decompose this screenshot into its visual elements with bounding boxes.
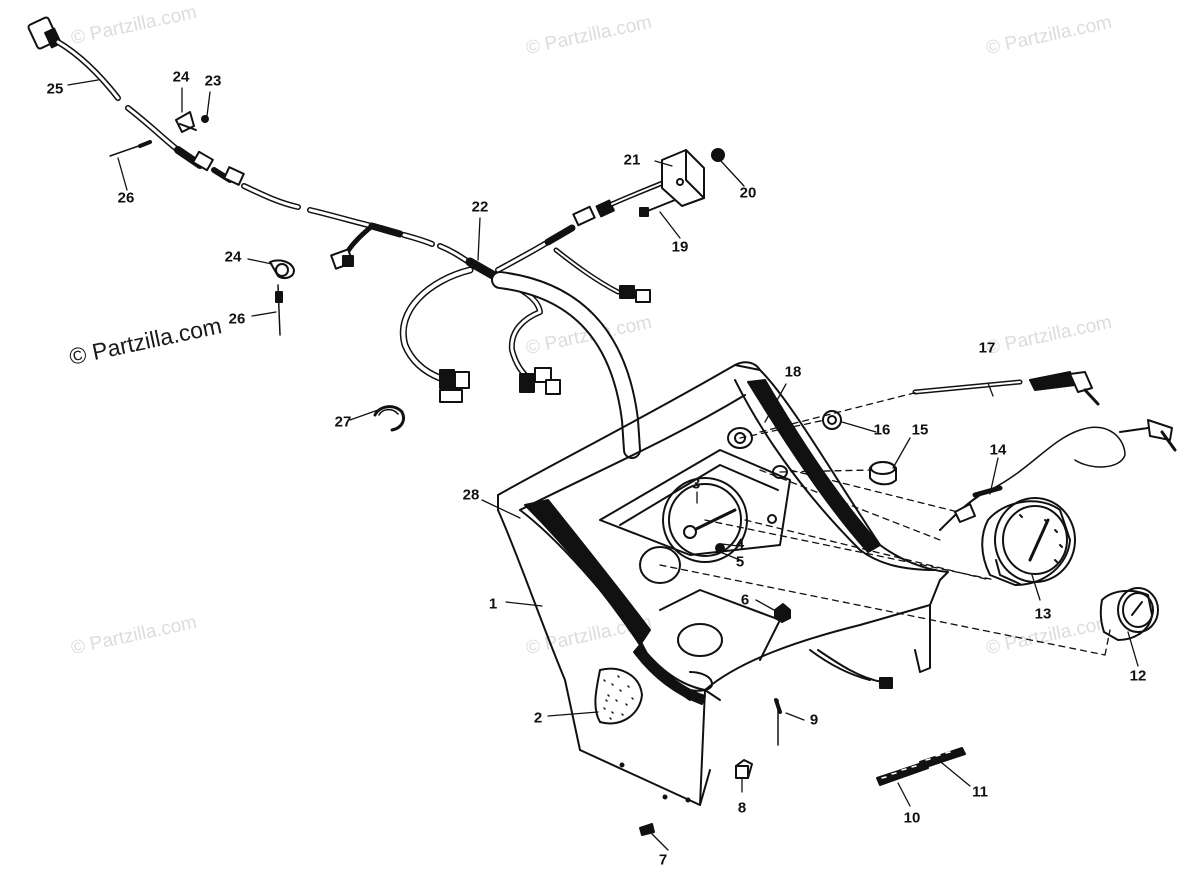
callout-20: 20 xyxy=(739,184,757,202)
callout-21: 21 xyxy=(623,151,641,169)
nut xyxy=(711,148,725,162)
small-gauge xyxy=(1099,587,1159,641)
decals xyxy=(876,747,966,786)
leader-lines xyxy=(67,79,1139,851)
bolt xyxy=(644,199,676,213)
callout-14: 14 xyxy=(989,441,1007,459)
callout-7: 7 xyxy=(658,851,668,869)
callout-18: 18 xyxy=(784,363,802,381)
callout-8: 8 xyxy=(737,799,747,817)
callout-1: 1 xyxy=(488,595,498,613)
callout-24-lower: 24 xyxy=(224,248,242,266)
callout-19: 19 xyxy=(671,238,689,256)
callout-16: 16 xyxy=(873,421,891,439)
callout-28: 28 xyxy=(462,486,480,504)
callout-17: 17 xyxy=(978,339,996,357)
callout-13: 13 xyxy=(1034,605,1052,623)
callout-10: 10 xyxy=(903,809,921,827)
callout-15: 15 xyxy=(911,421,929,439)
tachometer xyxy=(981,497,1076,586)
callout-5: 5 xyxy=(735,553,745,571)
callout-25: 25 xyxy=(46,80,64,98)
callout-24-top: 24 xyxy=(172,68,190,86)
callout-26-top: 26 xyxy=(117,189,135,207)
alignment-lines xyxy=(659,391,1111,656)
callout-9: 9 xyxy=(809,711,819,729)
callout-23: 23 xyxy=(204,72,222,90)
callout-2: 2 xyxy=(533,709,543,727)
callout-6: 6 xyxy=(740,591,750,609)
callout-4: 4 xyxy=(735,535,745,553)
wiring-harness xyxy=(27,16,673,459)
callout-12: 12 xyxy=(1129,667,1147,685)
callout-26-lower: 26 xyxy=(228,310,246,328)
switch-box xyxy=(661,149,705,207)
dash-panel xyxy=(497,361,949,806)
callout-11: 11 xyxy=(972,783,988,801)
callout-27: 27 xyxy=(334,413,352,431)
callout-3: 3 xyxy=(691,475,701,493)
callout-22: 22 xyxy=(471,198,489,216)
